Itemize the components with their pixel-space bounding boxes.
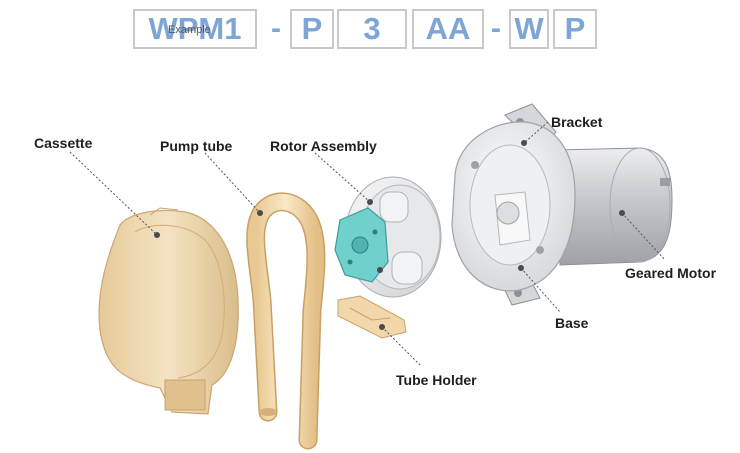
code-segment-option-text: P [564, 11, 586, 46]
code-segment-color: W [509, 9, 549, 49]
geared-motor-part [554, 147, 673, 266]
base-bracket-part [451, 103, 576, 306]
code-segment-size-text: 3 [363, 11, 381, 46]
code-segment-color-text: W [514, 11, 544, 46]
leader-line-cassette [69, 151, 158, 236]
cassette-part [98, 207, 239, 415]
label-geared-motor: Geared Motor [625, 265, 717, 281]
pump-tube-part [246, 192, 326, 450]
leader-line-geared-motor [621, 212, 666, 261]
label-cassette: Cassette [34, 135, 93, 151]
rotor-assembly-part [334, 176, 442, 298]
label-base: Base [555, 315, 589, 331]
code-segment-series: WPM1 [133, 9, 257, 49]
code-segment-series-text: WPM1 [148, 11, 242, 46]
label-bracket: Bracket [551, 114, 603, 130]
leader-line-tube-holder [381, 326, 421, 366]
leader-line-bracket [523, 121, 549, 144]
tube-holder-part [337, 295, 407, 339]
label-rotor-assembly: Rotor Assembly [270, 138, 377, 154]
example-label: Example [168, 24, 211, 36]
code-segment-tube: P [290, 9, 334, 49]
code-segment-option: P [553, 9, 597, 49]
code-segment-motor-text: AA [425, 11, 471, 46]
leader-line-pump-tube [204, 152, 261, 214]
leader-lines [69, 121, 666, 366]
label-tube-holder: Tube Holder [396, 372, 477, 388]
leader-line-base [520, 267, 561, 313]
code-separator: - [271, 12, 281, 45]
label-pump-tube: Pump tube [160, 138, 233, 154]
code-separator: - [491, 12, 501, 45]
code-segment-motor: AA [412, 9, 484, 49]
code-segment-size: 3 [337, 9, 407, 49]
leader-line-rotor [314, 152, 371, 203]
code-segment-tube-text: P [301, 11, 323, 46]
